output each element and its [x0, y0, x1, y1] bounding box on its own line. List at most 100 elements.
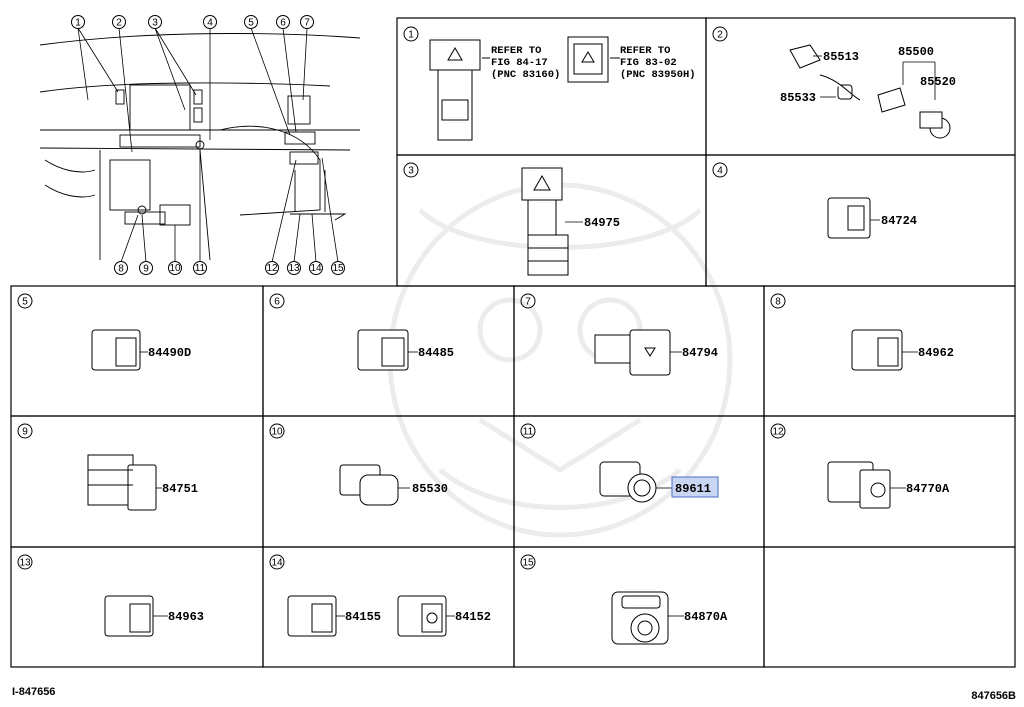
switch-84724-icon	[827, 197, 871, 239]
diagram-id-left: I-847656	[12, 686, 56, 698]
svg-text:6: 6	[280, 18, 286, 29]
switch-84770a-icon	[827, 461, 891, 509]
svg-text:7: 7	[525, 297, 531, 308]
panel-15-content: 84870A	[611, 591, 728, 645]
panel-index-6: 6	[269, 293, 285, 309]
part-85500: 85500	[898, 45, 934, 59]
svg-text:8: 8	[775, 297, 781, 308]
svg-text:11: 11	[523, 427, 534, 438]
svg-text:9: 9	[143, 264, 149, 275]
switch-84490d-icon	[91, 329, 141, 371]
switch-84155-icon	[287, 595, 337, 637]
part-84751: 84751	[162, 482, 198, 496]
part-84962: 84962	[918, 346, 954, 360]
svg-text:15: 15	[332, 263, 344, 274]
svg-text:14: 14	[310, 263, 322, 274]
refer-note-2-line3: (PNC 83950H)	[620, 69, 696, 81]
panel-index-5: 5	[17, 293, 33, 309]
svg-text:2: 2	[717, 30, 723, 41]
panel-2-content: 85513 85500 85520 85533	[780, 44, 956, 139]
svg-text:15: 15	[522, 558, 534, 569]
panel-index-3: 3	[403, 162, 419, 178]
switch-85530-icon	[339, 464, 399, 506]
panel-index-4: 4	[712, 162, 728, 178]
panel-7-content: 84794	[594, 329, 718, 376]
panel-12-content: 84770A	[827, 461, 950, 509]
svg-text:11: 11	[195, 263, 206, 274]
part-89611: 89611	[675, 482, 711, 496]
panel-index-labels: 1 2 3 4 5 6 7 8 9 10 11 12 13 14 15	[17, 26, 786, 570]
part-85533: 85533	[780, 91, 816, 105]
refer-note-2-line2: FIG 83-02	[620, 57, 677, 69]
switch-84794-icon	[594, 329, 671, 376]
panel-index-10: 10	[269, 423, 285, 439]
switch-module-icon	[567, 36, 609, 83]
refer-note-1-line2: FIG 84-17	[491, 57, 548, 69]
svg-text:1: 1	[408, 30, 414, 41]
part-85530: 85530	[412, 482, 448, 496]
svg-text:8: 8	[118, 264, 124, 275]
part-84870A: 84870A	[684, 610, 728, 624]
svg-text:5: 5	[22, 297, 28, 308]
svg-text:3: 3	[408, 166, 414, 177]
hazard-switch-stack-icon	[521, 167, 569, 276]
panel-10-content: 85530	[339, 464, 448, 506]
part-84485: 84485	[418, 346, 454, 360]
switch-84962-icon	[851, 329, 903, 371]
svg-text:4: 4	[207, 18, 213, 29]
svg-text:6: 6	[274, 297, 280, 308]
overview-callouts: 1 2 3 4 5 6 7 8 9 10 11 12 13 14 15	[71, 15, 345, 275]
panel-5-content: 84490D	[91, 329, 191, 371]
part-84490D: 84490D	[148, 346, 191, 360]
panel-4-content: 84724	[827, 197, 917, 239]
part-89611-highlight	[671, 476, 719, 498]
svg-text:9: 9	[22, 427, 28, 438]
svg-text:10: 10	[271, 427, 283, 438]
svg-text:5: 5	[248, 18, 254, 29]
diagram-id-right: 847656B	[971, 690, 1016, 702]
part-84152: 84152	[455, 610, 491, 624]
panel-index-7: 7	[520, 293, 536, 309]
panel-index-14: 14	[269, 554, 285, 570]
refer-note-2-line1: REFER TO	[620, 45, 670, 57]
svg-text:13: 13	[288, 263, 300, 274]
panel-13-content: 84963	[104, 595, 204, 637]
panel-6-content: 84485	[357, 329, 454, 371]
panel-14-content: 84155 84152	[287, 595, 491, 637]
part-84155: 84155	[345, 610, 381, 624]
panel-index-9: 9	[17, 423, 33, 439]
switch-89611-icon	[599, 461, 657, 503]
panel-9-content: 84751	[87, 454, 198, 511]
panel-11-content: 89611	[599, 461, 719, 503]
svg-text:1: 1	[75, 18, 81, 29]
mirror-switch-84870a-icon	[611, 591, 669, 645]
switch-84751-icon	[87, 454, 157, 511]
switch-84963-icon	[104, 595, 154, 637]
panel-index-1: 1	[403, 26, 419, 42]
svg-text:7: 7	[304, 18, 310, 29]
switch-84485-icon	[357, 329, 409, 371]
part-84770A: 84770A	[906, 482, 950, 496]
panel-8-content: 84962	[851, 329, 954, 371]
panel-index-11: 11	[520, 423, 536, 439]
part-84724: 84724	[881, 214, 917, 228]
part-84794: 84794	[682, 346, 718, 360]
overview-leaders	[77, 27, 339, 263]
part-85520: 85520	[920, 75, 956, 89]
svg-text:12: 12	[772, 427, 784, 438]
switch-84152-icon	[397, 595, 447, 637]
svg-text:4: 4	[717, 166, 723, 177]
lighter-socket-icon	[789, 44, 951, 139]
svg-text:3: 3	[152, 18, 158, 29]
hazard-switch-assembly-icon	[429, 39, 481, 141]
svg-text:14: 14	[271, 558, 283, 569]
panel-index-13: 13	[17, 554, 33, 570]
refer-note-1-line3: (PNC 83160)	[491, 69, 560, 81]
part-84963: 84963	[168, 610, 204, 624]
panel-index-8: 8	[770, 293, 786, 309]
panel-1-content: REFER TO FIG 84-17 (PNC 83160) REFER TO …	[429, 36, 696, 141]
part-85513: 85513	[823, 50, 859, 64]
svg-text:10: 10	[169, 263, 181, 274]
panel-3-content: 84975	[521, 167, 620, 276]
